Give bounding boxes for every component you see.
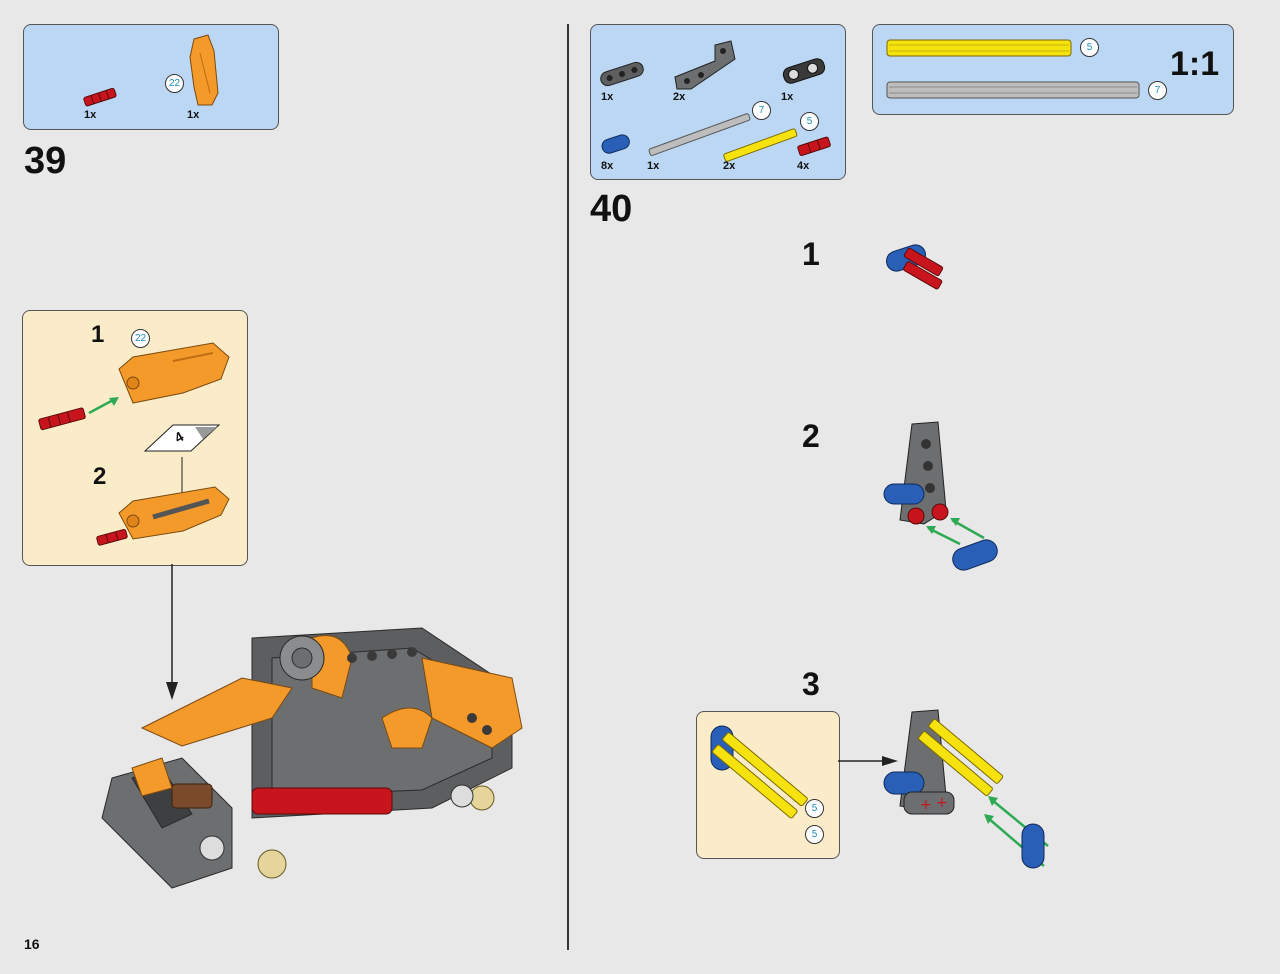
sub-step-number: 2 xyxy=(802,418,820,454)
part-qty: 1x xyxy=(601,91,614,103)
scale-label: 1:1 xyxy=(1170,45,1220,83)
part-qty: 1x xyxy=(781,91,794,103)
l-beam-with-yellow-axles-illustration: + + xyxy=(883,709,1049,869)
part-qty: 1x xyxy=(647,160,660,172)
step-number: 39 xyxy=(24,140,67,182)
page-divider xyxy=(567,24,569,950)
orange-panel-illustration xyxy=(118,342,230,404)
red-axle-illustration xyxy=(96,529,128,546)
sub-assembly-box: 5 5 xyxy=(696,711,840,859)
page-number: 16 xyxy=(24,936,40,952)
red-axle-illustration xyxy=(38,407,86,431)
part-qty: 2x xyxy=(673,91,686,103)
length-callout: 7 xyxy=(1148,81,1167,100)
sub-step-number: 3 xyxy=(802,666,820,702)
l-beam-with-pins-illustration xyxy=(883,421,998,571)
parts-list-step-39: 1x 22 1x xyxy=(23,24,279,130)
part-qty: 2x xyxy=(723,160,736,172)
black-connector-part-icon xyxy=(782,58,826,84)
length-callout: 5 xyxy=(1080,38,1099,57)
right-arrow xyxy=(838,756,898,766)
sticker-icon xyxy=(143,424,221,452)
length-callout: 5 xyxy=(800,112,819,131)
sub-step-number: 2 xyxy=(93,463,107,490)
gray-axle-part-icon xyxy=(648,113,751,156)
orange-panel-part-icon xyxy=(189,34,219,106)
down-arrow xyxy=(166,564,178,700)
blue-pin-with-yellow-axles-illustration xyxy=(710,725,808,819)
part-qty: 1x xyxy=(187,109,200,121)
part-qty: 8x xyxy=(601,160,614,172)
parts-list-step-40: 1x 2x 1x 8x 7 1x 5 2x 4x xyxy=(590,24,846,180)
sub-step-number: 1 xyxy=(91,321,105,348)
model-assembly-illustration xyxy=(101,627,523,889)
red-axle-part-icon xyxy=(83,87,117,107)
blue-pins-with-red-axles-illustration xyxy=(885,244,944,290)
svg-text:+: + xyxy=(936,795,948,811)
length-callout: 7 xyxy=(752,101,771,120)
sub-step-number: 1 xyxy=(802,236,820,272)
part-qty: 4x xyxy=(797,160,810,172)
length-callout: 5 xyxy=(805,825,824,844)
red-axle-part-icon xyxy=(797,136,831,156)
svg-text:+: + xyxy=(920,797,932,813)
gray-axle-scale-icon xyxy=(886,81,1140,99)
dark-gray-beam-part-icon xyxy=(600,61,644,87)
scale-reference-box: 5 7 1:1 xyxy=(872,24,1234,115)
length-callout: 5 xyxy=(805,799,824,818)
sub-assembly-box: 1 22 4 2 xyxy=(22,310,248,566)
part-qty: 1x xyxy=(84,109,97,121)
yellow-axle-part-icon xyxy=(723,128,798,162)
blue-pin-part-icon xyxy=(601,134,630,154)
step-number: 40 xyxy=(590,188,633,230)
l-beam-part-icon xyxy=(674,40,736,90)
yellow-axle-scale-icon xyxy=(886,39,1072,57)
green-arrow-icon xyxy=(88,397,119,415)
length-callout: 22 xyxy=(165,74,184,93)
length-callout: 22 xyxy=(131,329,150,348)
decorated-panel-illustration xyxy=(118,486,230,540)
sticker-pointer-line xyxy=(181,457,183,493)
